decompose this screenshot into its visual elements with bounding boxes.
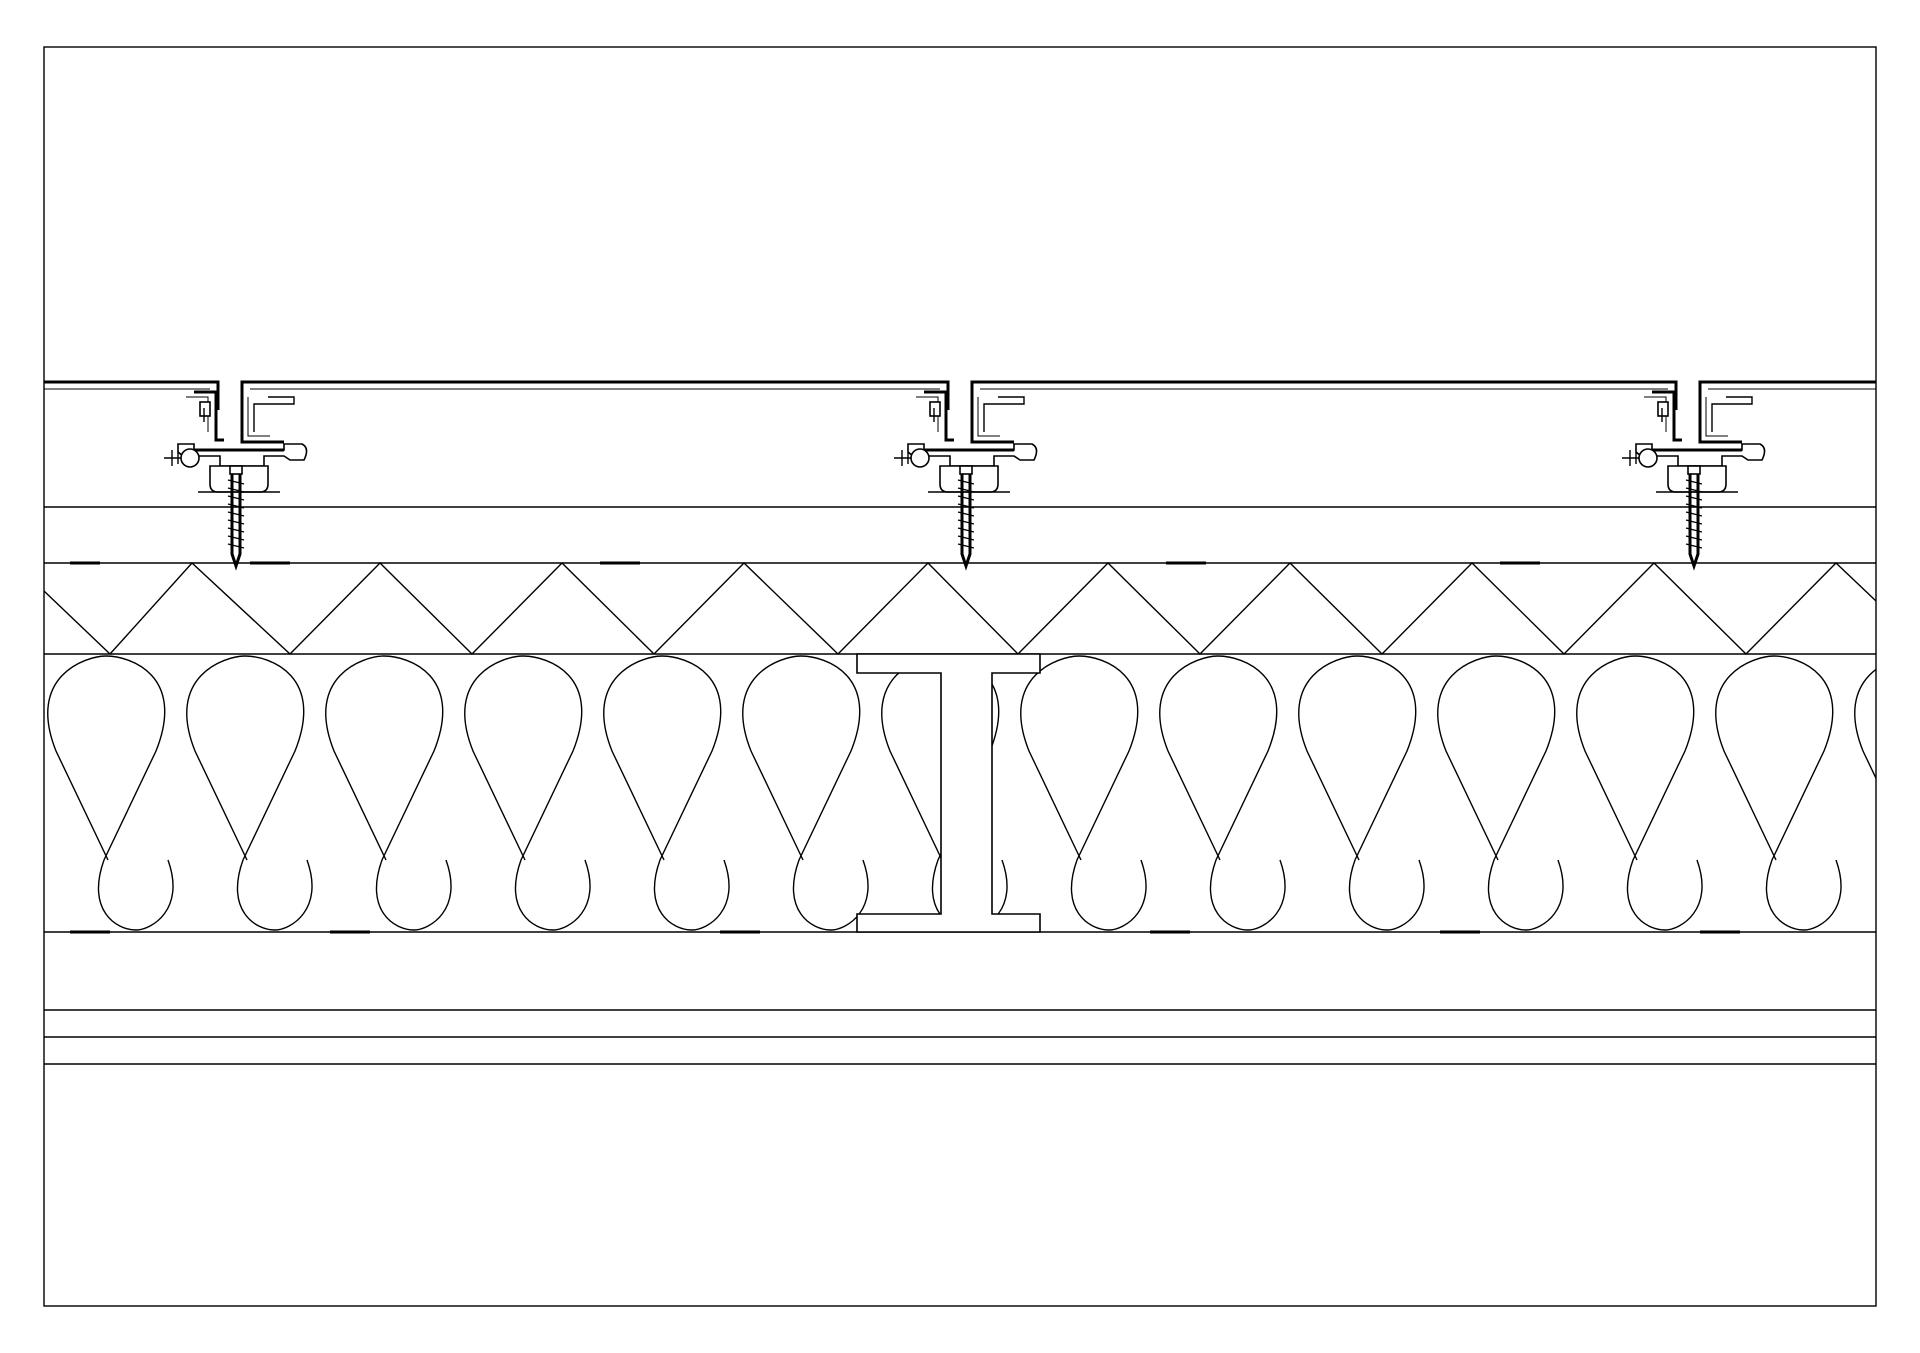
wool-loop xyxy=(325,655,452,931)
wool-loop xyxy=(1437,655,1564,931)
top-board xyxy=(44,506,1876,564)
wool-loop xyxy=(0,656,34,930)
wool-loop xyxy=(742,655,869,931)
wool-loop xyxy=(603,655,730,931)
wool-loop xyxy=(1854,668,1876,780)
wool-loop xyxy=(464,655,591,931)
wool-loop xyxy=(1298,655,1425,931)
wool-loop xyxy=(1715,655,1842,931)
wool-loop xyxy=(1576,655,1703,931)
steel-i-beam xyxy=(856,653,1041,933)
wool-loop xyxy=(1159,655,1286,931)
panel-clip-fixing xyxy=(162,390,309,568)
wool-loop xyxy=(1020,655,1147,931)
base-layers xyxy=(44,1009,1876,1065)
panel-clip-fixing xyxy=(1620,390,1767,568)
metal-cladding-panels xyxy=(44,380,1876,410)
wool-loop xyxy=(186,655,313,931)
panel-clip-fixing xyxy=(892,390,1039,568)
drawing-frame xyxy=(43,46,1877,1307)
rigid-insulation-zigzag xyxy=(43,561,1877,656)
wool-loop xyxy=(47,655,174,931)
